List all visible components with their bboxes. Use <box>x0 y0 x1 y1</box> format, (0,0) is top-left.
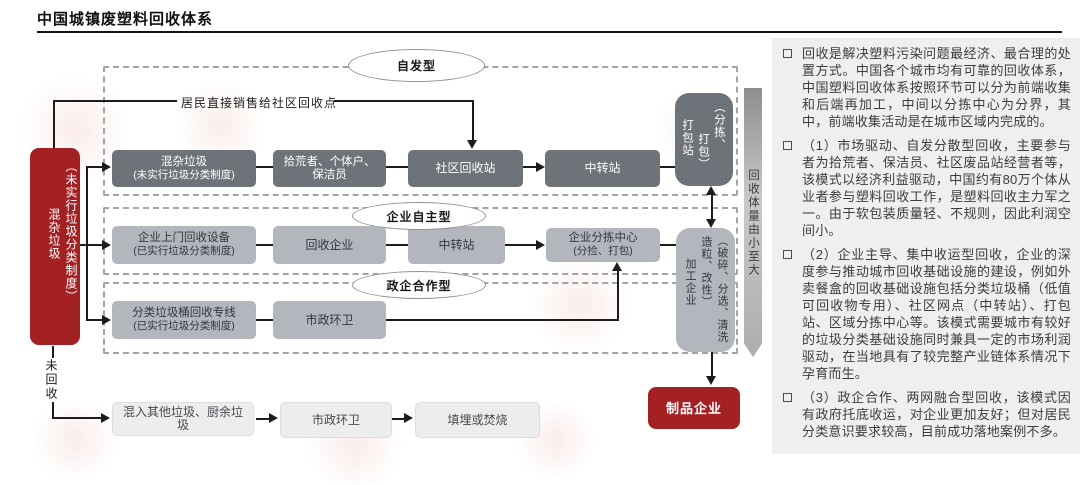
box-packing-station: （分拣、 打包） 打包站 <box>675 93 733 186</box>
unrecycled-label: 未回收 <box>44 359 58 401</box>
box-mixed-waste-source: （未实行垃圾分类制度） 混杂垃圾 <box>30 148 80 345</box>
arrowhead-right <box>536 240 545 250</box>
bullet-text: （2）企业主导、集中收运型回收，企业的深度参与推动城市回收基础设施的建设，例如外… <box>802 247 1071 381</box>
processing-name: 加工企业 <box>684 258 696 306</box>
connector <box>472 100 474 141</box>
box-scavengers: 拾荒者、个体户、保洁员 <box>273 150 386 187</box>
box-transfer-station-2: 中转站 <box>408 226 505 264</box>
connector <box>86 166 88 321</box>
commentary-panel: 回收是解决塑料污染问题最经济、最合理的处置方式。中国各个城市均有可靠的回收体系，… <box>772 38 1080 454</box>
box-municipal-sanitation-2: 市政环卫 <box>280 402 392 438</box>
box-line1: 企业上门回收设备 <box>138 232 230 244</box>
connector <box>53 101 55 149</box>
box-line2: (已实行垃圾分类制度) <box>133 245 235 257</box>
connector <box>256 244 273 246</box>
arrowhead-right <box>102 315 111 325</box>
arrowhead-right <box>101 413 110 423</box>
connector <box>617 271 619 321</box>
connector <box>660 244 676 246</box>
box-transfer-station-1: 中转站 <box>545 150 660 187</box>
title-underline <box>37 31 1062 33</box>
ellipse-spontaneous-type: 自发型 <box>348 49 485 82</box>
box-line2: (未实行垃圾分类制度) <box>133 168 235 181</box>
arrowhead-up <box>706 186 716 195</box>
page-title: 中国城镇废塑料回收体系 <box>37 11 214 28</box>
bullet-text: （3）政企合作、两网融合型回收，该模式因有政府托底收运，对企业更加友好；但对居民… <box>802 390 1071 439</box>
watermark <box>530 255 630 355</box>
connector <box>256 319 273 321</box>
square-bullet-icon <box>783 141 792 150</box>
ellipse-enterprise-type: 企业自主型 <box>352 202 486 230</box>
packing-paren-1: （分拣、 <box>713 101 725 151</box>
box-landfill-or-incineration: 填埋或焚烧 <box>415 402 540 438</box>
connector <box>256 418 270 420</box>
arrowhead-right <box>102 162 111 172</box>
ellipse-gov-enterprise-type: 政企合作型 <box>352 271 486 299</box>
bullet-text: 回收是解决塑料污染问题最经济、最合理的处置方式。中国各个城市均有可靠的回收体系，… <box>802 46 1071 129</box>
packing-name: 打包站 <box>681 119 693 157</box>
arrowhead-down <box>467 140 477 149</box>
square-bullet-icon <box>783 250 792 259</box>
packing-paren-2: 打包） <box>697 133 709 171</box>
arrowhead-right <box>404 413 413 423</box>
arrowhead-down <box>706 219 716 228</box>
box-recycling-enterprise: 回收企业 <box>273 226 386 264</box>
connector <box>52 417 101 419</box>
box-product-enterprise: 制品企业 <box>648 387 740 429</box>
arrowhead-right <box>536 162 545 172</box>
box-municipal-sanitation-1: 市政环卫 <box>273 301 386 339</box>
connector <box>256 166 273 168</box>
box-line1: 混杂垃圾 <box>161 155 207 168</box>
box-line1: 企业分拣中心 <box>568 232 638 244</box>
connector <box>505 244 536 246</box>
box-sorted-bin-line: 分类垃圾桶回收专线 (已实行垃圾分类制度) <box>112 301 256 339</box>
box-processing-enterprise: （破碎、分选、清洗 造粒、改性） 加工企业 <box>676 228 735 352</box>
bullet-text: （1）市场驱动、自发分散型回收，主要参与者为拾荒者、保洁员、社区废品站经营者等，… <box>802 138 1071 238</box>
arrowhead-down <box>706 376 716 385</box>
bullet-paragraph: （1）市场驱动、自发分散型回收，主要参与者为拾荒者、保洁员、社区废品站经营者等，… <box>782 137 1071 239</box>
connector <box>80 244 88 246</box>
box-line1: 分类垃圾桶回收专线 <box>132 307 236 319</box>
source-name-text: 混杂垃圾 <box>47 208 61 260</box>
watermark <box>30 400 120 480</box>
square-bullet-icon <box>783 393 792 402</box>
bullet-paragraph: （2）企业主导、集中收运型回收，企业的深度参与推动城市回收基础设施的建设，例如外… <box>782 246 1071 382</box>
connector <box>334 100 474 102</box>
square-bullet-icon <box>783 49 792 58</box>
connector <box>386 166 408 168</box>
source-paren-text: （未实行垃圾分类制度） <box>64 160 78 303</box>
bullet-paragraph: 回收是解决塑料污染问题最经济、最合理的处置方式。中国各个城市均有可靠的回收体系，… <box>782 45 1071 130</box>
box-line2: (已实行垃圾分类制度) <box>133 320 235 332</box>
connector <box>386 244 408 246</box>
arrowhead-right <box>102 240 111 250</box>
resident-sale-label: 居民直接销售给社区回收点 <box>181 96 338 110</box>
box-enterprise-sorting-center: 企业分拣中心 (分捡、打包) <box>546 228 660 262</box>
connector <box>523 166 537 168</box>
connector <box>660 166 675 168</box>
connector <box>52 402 54 419</box>
arrowhead-up <box>612 262 622 271</box>
connector <box>711 194 713 220</box>
box-line2: (分捡、打包) <box>573 245 633 257</box>
box-mixed-into-other-waste: 混入其他垃圾、厨余垃圾 <box>112 402 254 436</box>
connector <box>86 319 102 321</box>
page: 中国城镇废塑料回收体系 自发型 企业自主型 政企合作型 （未实行垃圾分类制度） … <box>20 11 1080 485</box>
arrowhead-right <box>269 413 278 423</box>
bullet-paragraph: （3）政企合作、两网融合型回收，该模式因有政府托底收运，对企业更加友好；但对居民… <box>782 389 1071 440</box>
connector <box>52 346 54 358</box>
box-community-recycle-station: 社区回收站 <box>408 150 523 187</box>
connector <box>392 418 405 420</box>
connector <box>53 100 177 102</box>
box-door-to-door-equipment: 企业上门回收设备 (已实行垃圾分类制度) <box>112 226 256 264</box>
connector <box>386 319 619 321</box>
connector <box>86 244 102 246</box>
connector <box>711 352 713 377</box>
volume-banner-arrow: 回收体量由小至大 <box>744 88 762 357</box>
connector <box>86 166 102 168</box>
box-mixed-waste: 混杂垃圾 (未实行垃圾分类制度) <box>112 150 256 187</box>
processing-paren-1: （破碎、分选、清洗 <box>716 235 728 343</box>
processing-paren-2: 造粒、改性） <box>700 236 712 308</box>
